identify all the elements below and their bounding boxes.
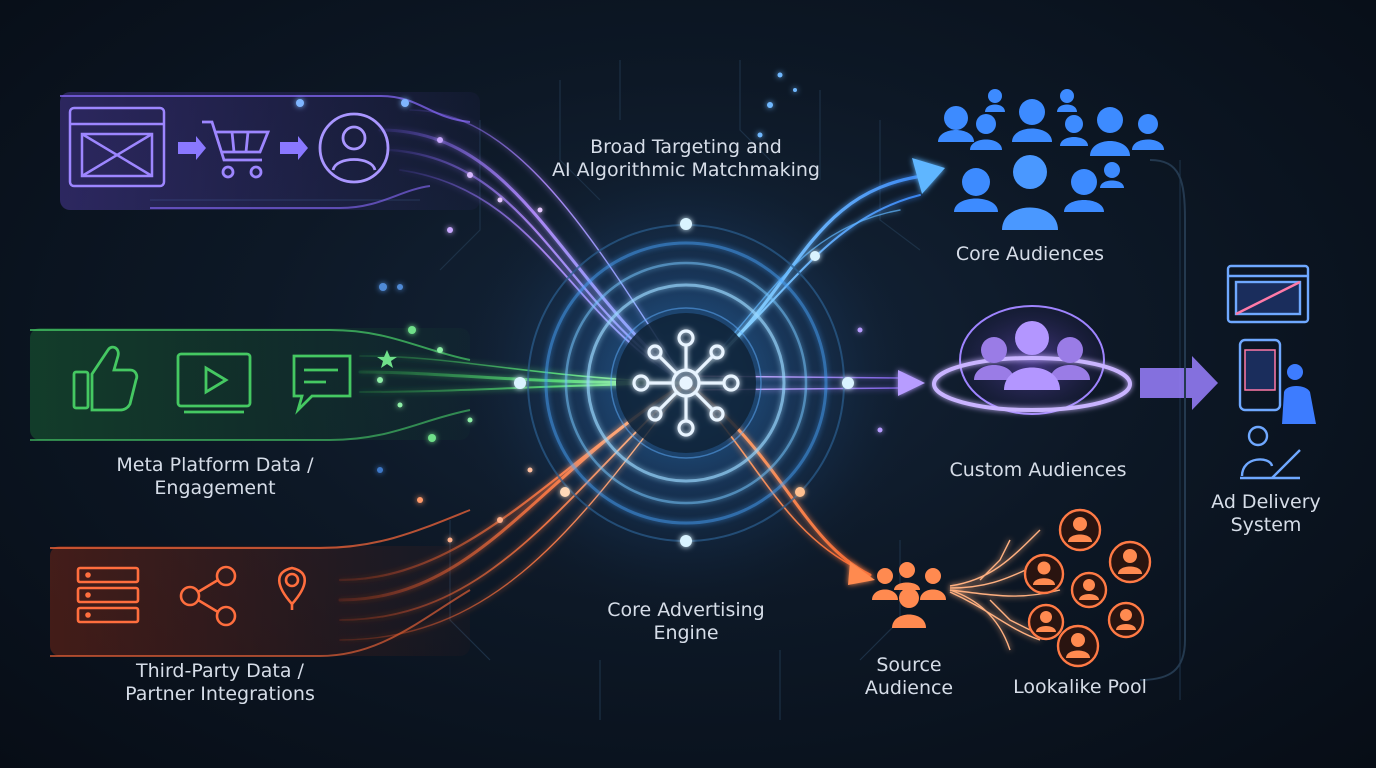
core-engine-label: Core Advertising Engine: [586, 599, 786, 645]
core-audiences-label: Core Audiences: [930, 243, 1130, 266]
laptop-user-icon: [1240, 425, 1301, 480]
purple-band-edge: [60, 95, 471, 123]
core-audiences-people-icon: [938, 89, 1164, 230]
lookalike-pool-text: Lookalike Pool: [1013, 676, 1147, 698]
blue-arrow-head: [912, 158, 945, 194]
custom-audiences-bubble: [932, 305, 1132, 415]
meta-platform-line-2: Engagement: [154, 477, 276, 499]
source-audience-line-2: Audience: [864, 677, 954, 699]
lookalike-avatars: [1023, 508, 1152, 668]
ad-monitor-icon: [1226, 264, 1310, 324]
orange-band-edge-bottom: [50, 589, 471, 657]
lookalike-avatar: [1108, 540, 1152, 584]
orange-band-edge: [50, 509, 471, 549]
particles: [296, 72, 883, 543]
share-icon: [179, 565, 237, 627]
mobile-user-icon: [1238, 338, 1316, 424]
location-pin-icon: [277, 566, 307, 610]
source-audience-line-1: Source: [876, 654, 942, 676]
purple-band-edge-bottom: [150, 185, 431, 209]
source-audience-label: Source Audience: [849, 654, 969, 700]
purple-arrow-head: [898, 370, 925, 396]
source-audience-icon: [872, 562, 946, 628]
third-party-label: Third-Party Data / Partner Integrations: [100, 660, 340, 706]
core-engine-line-2: Engine: [653, 622, 719, 644]
shopping-cart-icon: [202, 120, 271, 179]
third-party-line-1: Third-Party Data /: [136, 660, 304, 682]
lookalike-avatar: [1027, 603, 1065, 641]
ad-delivery-label: Ad Delivery System: [1196, 491, 1336, 537]
lookalike-avatar: [1056, 624, 1100, 668]
delivery-connector: [1139, 159, 1186, 681]
broad-targeting-line-2: AI Algorithmic Matchmaking: [552, 159, 820, 181]
ad-delivery-line-1: Ad Delivery: [1211, 491, 1321, 513]
ad-delivery-line-2: System: [1230, 514, 1302, 536]
thumbs-up-icon: [72, 345, 139, 412]
broad-targeting-label: Broad Targeting and AI Algorithmic Match…: [536, 136, 836, 182]
video-play-icon: [176, 352, 252, 414]
arrow-icon: [280, 136, 308, 160]
lookalike-avatar: [1023, 553, 1065, 595]
orange-band: [50, 546, 470, 656]
ad-delivery-arrow: [1140, 356, 1218, 410]
chat-bubble-icon: [292, 354, 352, 415]
browser-window-icon: [68, 106, 166, 188]
user-profile-icon: [318, 112, 390, 184]
lookalike-avatar: [1107, 601, 1145, 639]
arrow-icon: [178, 136, 206, 160]
network-hub-icon: [632, 329, 740, 437]
core-engine-line-1: Core Advertising: [607, 599, 765, 621]
custom-audiences-label: Custom Audiences: [928, 459, 1148, 482]
broad-targeting-line-1: Broad Targeting and: [590, 136, 782, 158]
orange-arrow-head: [848, 562, 875, 585]
star-icon: [377, 350, 397, 368]
custom-audiences-text: Custom Audiences: [949, 459, 1127, 481]
lookalike-avatar: [1070, 571, 1108, 609]
core-audiences-text: Core Audiences: [955, 243, 1105, 265]
lookalike-avatar: [1058, 508, 1102, 552]
meta-platform-line-1: Meta Platform Data /: [116, 454, 314, 476]
third-party-line-2: Partner Integrations: [125, 683, 315, 705]
lookalike-pool-label: Lookalike Pool: [990, 676, 1170, 699]
server-stack-icon: [76, 566, 140, 624]
ring-nodes: [514, 218, 854, 547]
meta-platform-label: Meta Platform Data / Engagement: [100, 454, 330, 500]
